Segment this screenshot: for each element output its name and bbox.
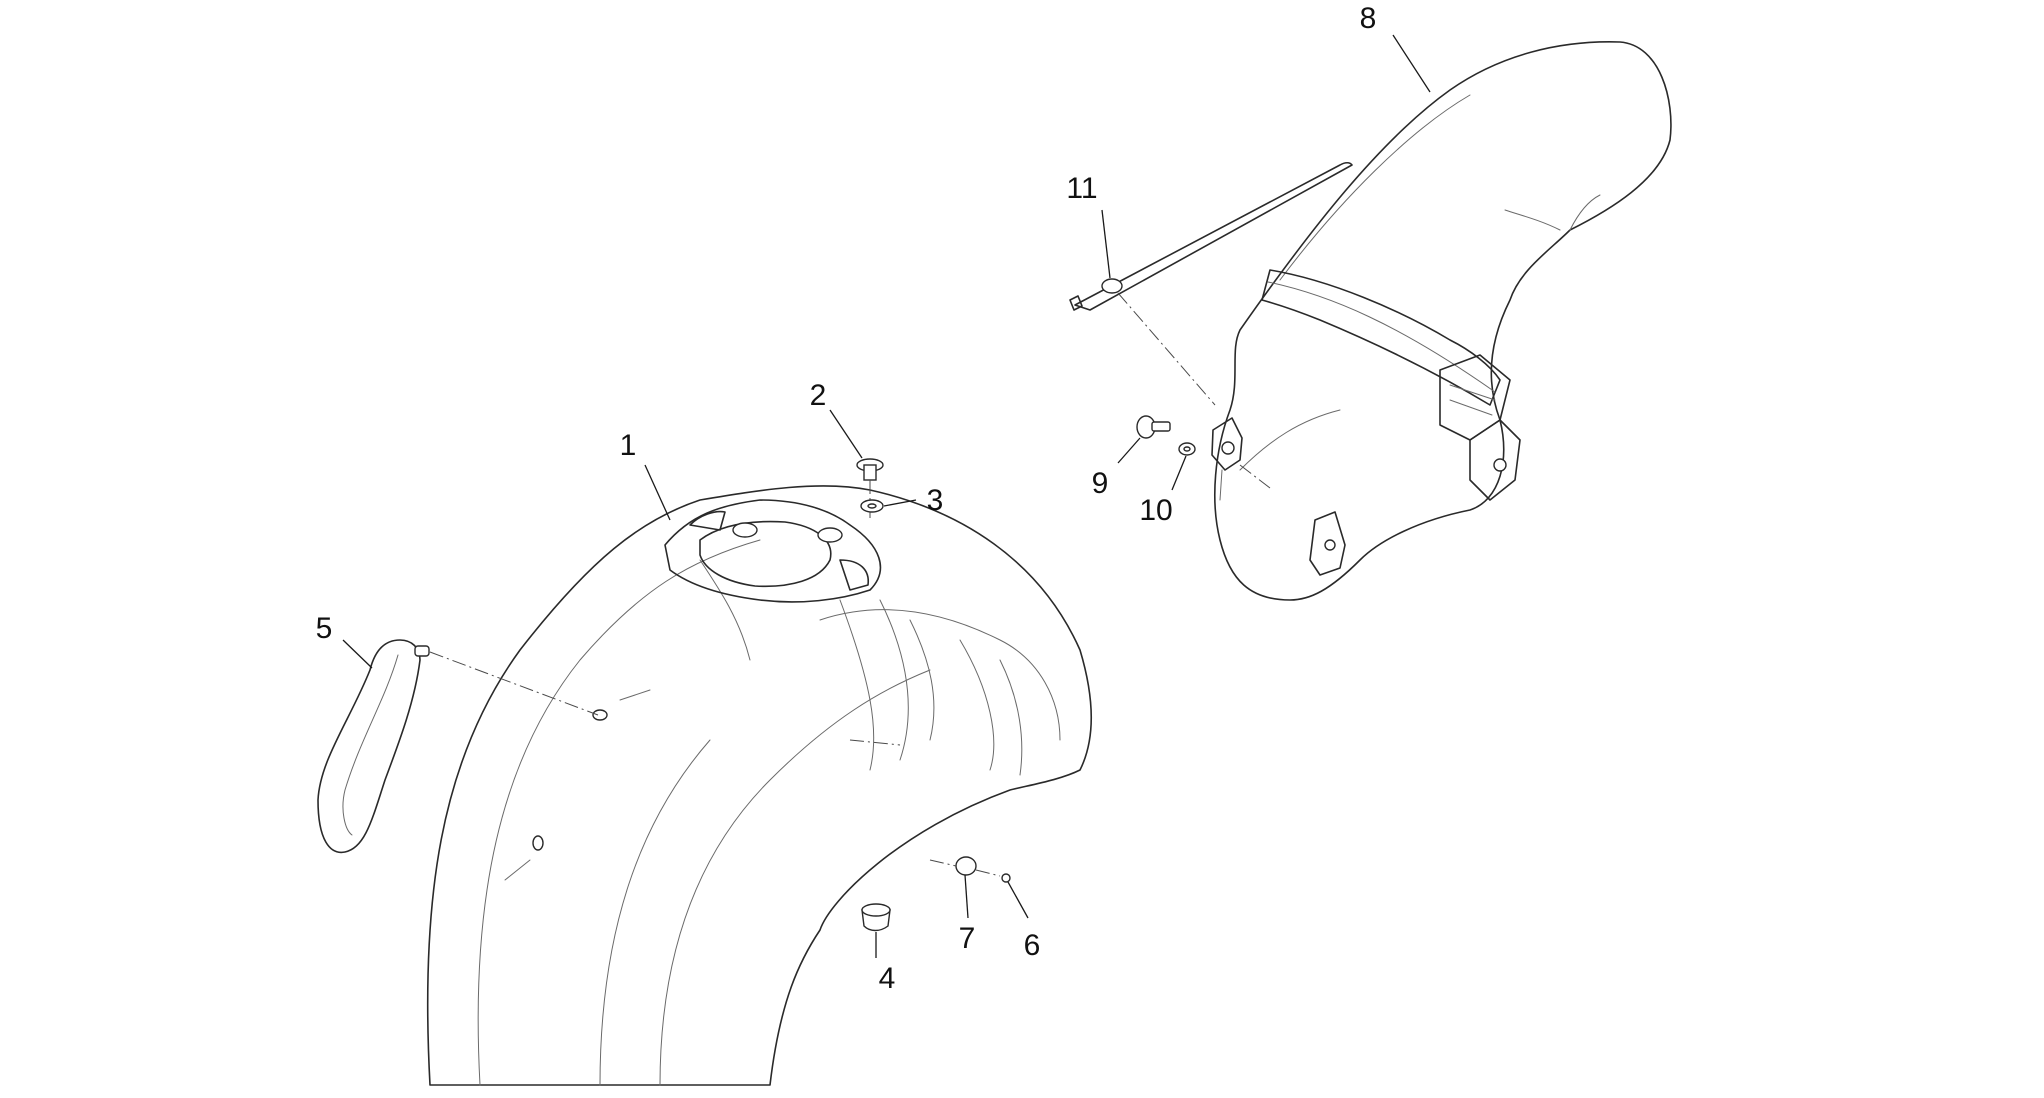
leader-9 — [1117, 437, 1141, 464]
callout-2: 2 — [810, 379, 827, 412]
side-reflector-badge — [317, 639, 599, 854]
callout-11: 11 — [1066, 172, 1097, 205]
leader-7 — [964, 874, 969, 919]
grommet-part-4 — [861, 903, 891, 932]
callout-labels: 1 2 3 4 5 6 7 8 9 10 11 — [316, 2, 1377, 995]
callout-7: 7 — [959, 922, 976, 955]
cable-tie — [1069, 161, 1353, 406]
callout-9: 9 — [1092, 467, 1109, 500]
leader-11 — [1101, 209, 1111, 279]
plug-part-7 — [929, 856, 977, 876]
callout-6: 6 — [1024, 929, 1041, 962]
screw-part-2 — [856, 458, 884, 520]
leader-6 — [1007, 881, 1029, 919]
leader-lines — [342, 34, 1431, 958]
washer-part-10 — [1178, 442, 1196, 456]
front-mudguard — [426, 485, 1093, 1086]
callout-8: 8 — [1360, 2, 1377, 35]
callout-4: 4 — [879, 962, 896, 995]
callout-5: 5 — [316, 612, 333, 645]
leader-5 — [342, 639, 373, 669]
leader-1 — [644, 464, 671, 521]
leader-10 — [1171, 455, 1187, 491]
screw-part-9 — [1136, 415, 1171, 439]
rear-mudguard — [1211, 41, 1672, 601]
callout-10: 10 — [1139, 494, 1172, 527]
pin-part-6 — [975, 869, 1011, 883]
leader-3 — [883, 499, 917, 507]
leader-2 — [829, 409, 863, 459]
callout-3: 3 — [927, 484, 944, 517]
callout-1: 1 — [620, 429, 637, 462]
washer-part-3 — [860, 499, 884, 513]
leader-8 — [1392, 34, 1431, 93]
